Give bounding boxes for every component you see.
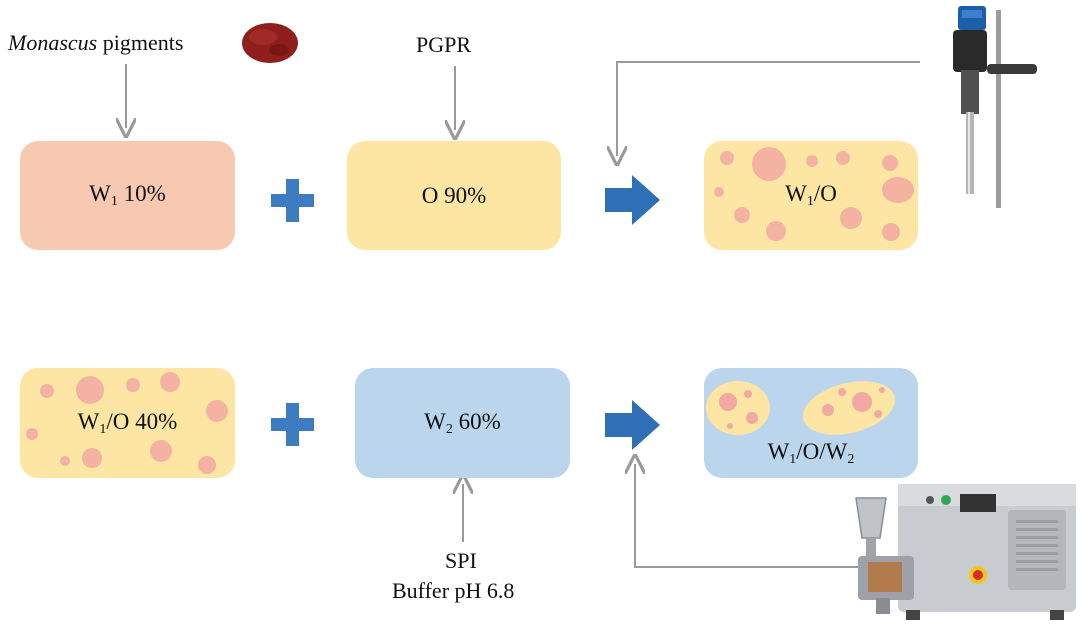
w2-phase-label: W2 60% xyxy=(424,408,501,437)
oil-phase-box: O 90% xyxy=(347,141,561,250)
w1ow2-emulsion-box: W1/O/W2 xyxy=(704,368,918,478)
droplet xyxy=(752,147,786,181)
droplet xyxy=(206,400,228,422)
droplet xyxy=(160,372,180,392)
droplet xyxy=(126,378,140,392)
droplet xyxy=(882,223,900,241)
w1-phase-label: W1 10% xyxy=(89,181,166,209)
w1o-40-box: W1/O 40% xyxy=(20,368,235,478)
pigment-label: Monascus pigments xyxy=(8,30,183,56)
droplet xyxy=(150,440,172,462)
pigment-name: Monascus xyxy=(8,30,98,55)
spi-label: SPI xyxy=(445,548,477,573)
w1ow2-label: W1/O/W2 xyxy=(767,439,855,467)
homogenizer-arrow xyxy=(617,61,920,156)
w1o-emulsion-box: W1/O xyxy=(704,141,918,250)
w1o-40-label: W1/O 40% xyxy=(77,408,178,437)
droplet xyxy=(26,428,38,440)
droplet xyxy=(720,151,734,165)
droplet xyxy=(82,448,102,468)
droplet xyxy=(714,187,724,197)
right-arrow-icon xyxy=(605,175,660,225)
droplet xyxy=(840,207,862,229)
buffer-label: Buffer pH 6.8 xyxy=(392,578,515,603)
pigment-powder-icon xyxy=(242,23,298,63)
droplet xyxy=(882,155,898,171)
double-emulsion-droplets xyxy=(706,381,896,435)
w1-phase-box: W1 10% xyxy=(20,141,235,250)
w2-phase-box: W2 60% xyxy=(355,368,570,478)
hp-homogenizer-arrow xyxy=(635,464,860,568)
pgpr-label: PGPR xyxy=(416,32,472,57)
plus-icon xyxy=(271,179,314,222)
droplet xyxy=(734,207,750,223)
droplet xyxy=(40,384,54,398)
droplet xyxy=(766,221,786,241)
droplet xyxy=(836,151,850,165)
droplet xyxy=(76,376,104,404)
droplet xyxy=(60,456,70,466)
homogenizer-icon xyxy=(953,6,1037,208)
droplet xyxy=(198,456,216,474)
plus-icon xyxy=(271,403,314,446)
right-arrow-icon xyxy=(605,400,660,450)
pigment-rest: pigments xyxy=(97,30,184,55)
w1o-label: W1/O xyxy=(785,181,837,209)
droplet xyxy=(882,177,914,203)
droplet xyxy=(806,155,818,167)
oil-phase-label: O 90% xyxy=(421,182,487,208)
high-pressure-homogenizer-icon xyxy=(855,484,1076,620)
